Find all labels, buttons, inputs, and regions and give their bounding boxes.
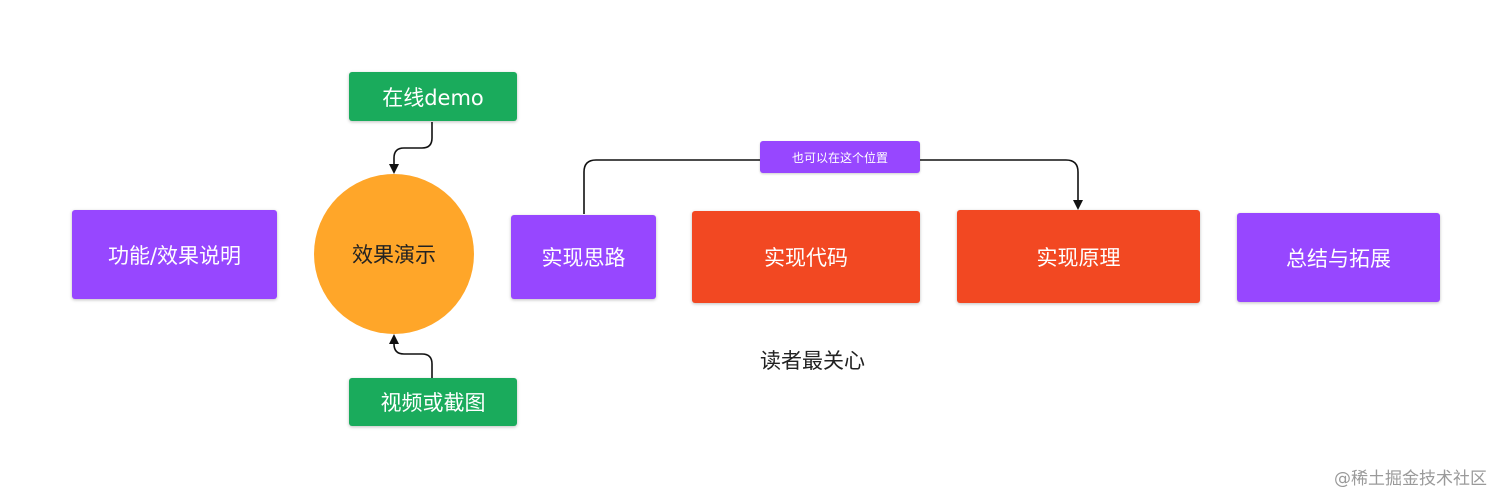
impl-code-node[interactable]: 实现代码	[692, 211, 920, 303]
online-demo-label: 在线demo	[382, 85, 484, 110]
impl-idea-node[interactable]: 实现思路	[511, 215, 656, 299]
feature-description-node[interactable]: 功能/效果说明	[72, 210, 277, 299]
video-screenshot-label: 视频或截图	[380, 391, 486, 415]
impl-principle-node[interactable]: 实现原理	[957, 210, 1200, 303]
effect-demo-label: 效果演示	[352, 243, 436, 267]
impl-principle-label: 实现原理	[1036, 245, 1121, 270]
impl-code-label: 实现代码	[764, 246, 848, 270]
reader-focus-annotation: 读者最关心	[760, 349, 865, 373]
feature-description-label: 功能/效果说明	[107, 243, 242, 268]
summary-extension-label: 总结与拓展	[1286, 246, 1391, 271]
summary-extension-node[interactable]: 总结与拓展	[1237, 213, 1440, 302]
impl-idea-label: 实现思路	[541, 246, 626, 270]
connector-label-text: 也可以在这个位置	[791, 150, 888, 165]
connector-label-tag[interactable]: 也可以在这个位置	[760, 141, 920, 173]
online-demo-node[interactable]: 在线demo	[349, 72, 517, 121]
video-screenshot-node[interactable]: 视频或截图	[349, 378, 517, 426]
arrow-video-to-effect	[389, 334, 433, 378]
arrow-demo-to-effect	[389, 122, 433, 174]
watermark: @稀土掘金技术社区	[1334, 469, 1487, 489]
effect-demo-node[interactable]: 效果演示	[314, 174, 474, 334]
